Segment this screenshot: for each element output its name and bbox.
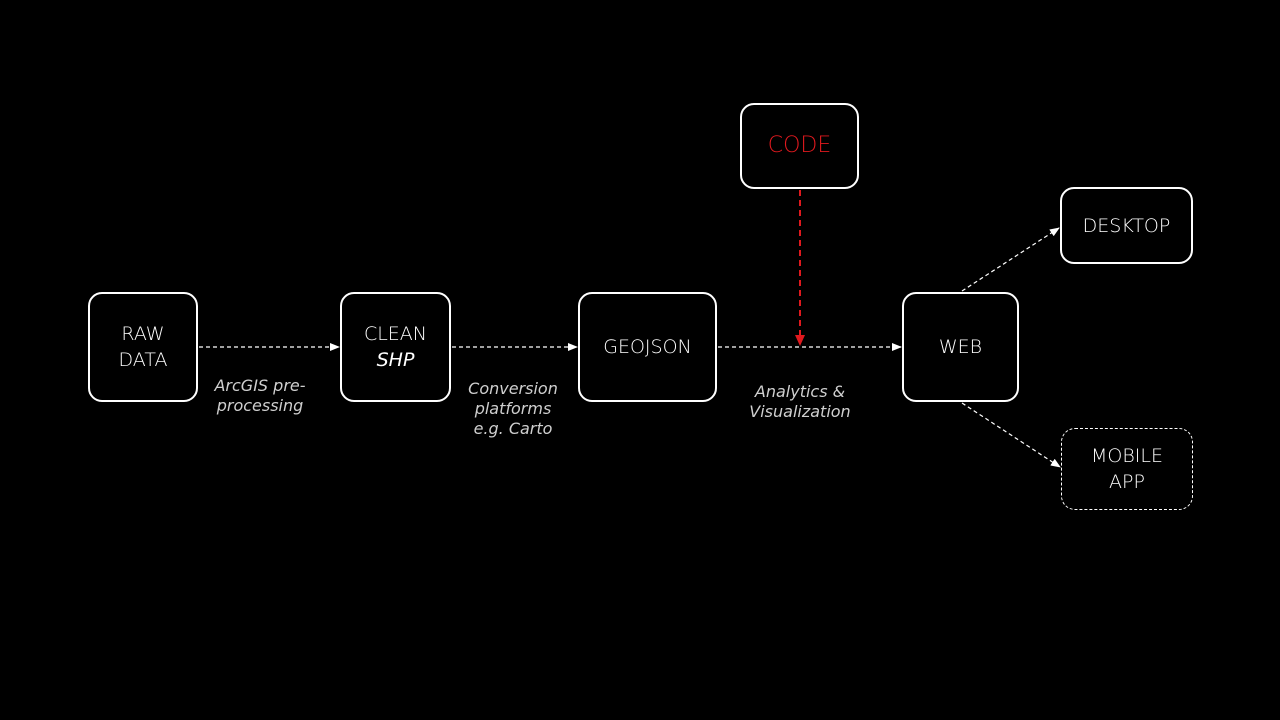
caption-arcgis-line1: ArcGIS pre-	[214, 376, 306, 395]
node-desktop-label: DESKTOP	[1082, 214, 1171, 237]
node-mobile-app-line1: MOBILE	[1091, 445, 1163, 467]
caption-analytics-line2: Visualization	[749, 402, 851, 421]
node-mobile-app-line2: APP	[1109, 471, 1145, 493]
caption-analytics-line1: Analytics &	[754, 382, 846, 401]
node-clean-shp-line2: SHP	[376, 349, 415, 371]
code-arrowhead	[795, 335, 805, 346]
node-raw-data-line2: DATA	[118, 349, 168, 371]
caption-conversion-line1: Conversion	[468, 379, 558, 398]
node-geojson: GEOJSON	[578, 292, 717, 402]
node-web-label: WEB	[938, 336, 983, 358]
node-mobile-app: MOBILE APP	[1061, 428, 1193, 510]
caption-conversion-line2: platforms	[474, 399, 552, 418]
node-geojson-label: GEOJSON	[603, 336, 692, 358]
caption-analytics: Analytics & Visualization	[730, 382, 870, 422]
caption-conversion-line3: e.g. Carto	[473, 419, 553, 438]
caption-arcgis-line2: processing	[216, 396, 304, 415]
caption-conversion: Conversion platforms e.g. Carto	[452, 379, 574, 439]
node-code-label: CODE	[767, 133, 832, 158]
node-clean-shp: CLEAN SHP	[340, 292, 451, 402]
edge-web-to-desktop	[961, 227, 1060, 292]
caption-arcgis: ArcGIS pre- processing	[200, 376, 320, 416]
node-raw-data-line1: RAW	[121, 323, 165, 345]
edge-web-to-mobile	[961, 402, 1061, 468]
node-clean-shp-line1: CLEAN	[363, 323, 428, 345]
node-code: CODE	[740, 103, 859, 189]
node-web: WEB	[902, 292, 1019, 402]
node-raw-data: RAW DATA	[88, 292, 198, 402]
node-desktop: DESKTOP	[1060, 187, 1193, 264]
